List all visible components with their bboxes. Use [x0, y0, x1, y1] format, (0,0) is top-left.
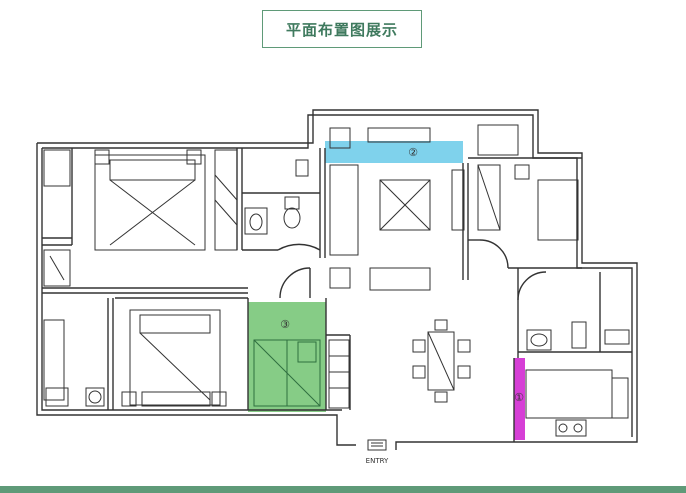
marker-3: ③ — [280, 318, 290, 331]
bed-third — [477, 164, 579, 241]
bathroom-fixtures — [244, 159, 309, 235]
bed-master — [94, 149, 206, 251]
windows — [43, 149, 71, 401]
walls — [36, 109, 638, 450]
marker-1: ① — [514, 391, 524, 404]
bed-second — [121, 309, 227, 407]
storage-cabinet — [253, 339, 321, 407]
laundry — [45, 387, 105, 407]
marker-2: ② — [408, 146, 418, 159]
page-title-frame: 平面布置图展示 — [262, 10, 422, 48]
dining-table — [412, 319, 471, 403]
living-room — [329, 124, 519, 291]
page-title: 平面布置图展示 — [285, 20, 398, 39]
shoe-cabinet — [328, 339, 350, 409]
entry-label: ENTRY — [366, 457, 389, 465]
highlight-kitchen-wall — [514, 358, 525, 440]
bottom-accent-bar — [0, 486, 686, 493]
wardrobe-master — [214, 149, 238, 251]
highlight-balcony-beam — [325, 141, 463, 163]
entry-arrow-icon — [367, 439, 387, 451]
kitchen — [525, 321, 630, 437]
